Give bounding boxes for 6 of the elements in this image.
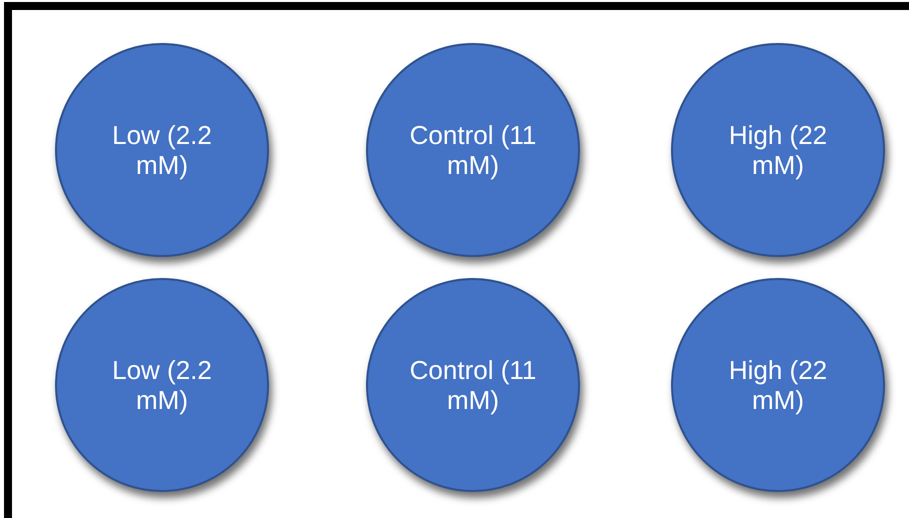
circle-label: Low (2.2 mM) (111, 355, 213, 415)
circle-label: High (22 mM) (728, 120, 828, 180)
circle-label: Control (11 mM) (408, 120, 538, 180)
circle-label: High (22 mM) (728, 355, 828, 415)
circle-label: Control (11 mM) (408, 355, 538, 415)
circle-label: Low (2.2 mM) (111, 120, 213, 180)
